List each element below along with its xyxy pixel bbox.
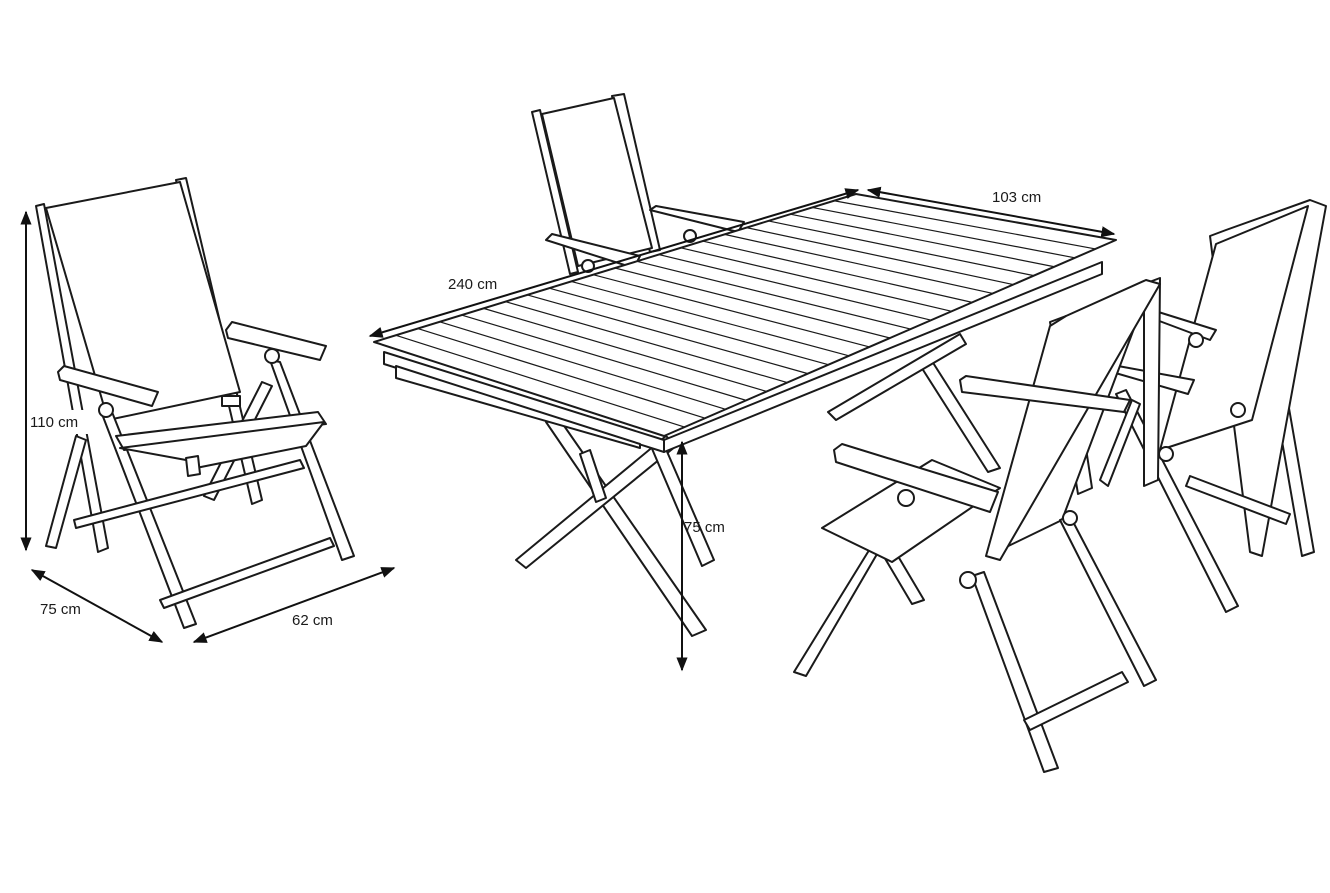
front-chair-hinge — [897, 489, 915, 507]
front-chair-lock-right — [1062, 510, 1078, 526]
left-chair-seat-front — [185, 455, 201, 477]
table-frame-rail — [395, 365, 641, 449]
chair-height-label-bg — [28, 410, 90, 434]
right-back-chair-stretcher — [1185, 475, 1291, 525]
table-dimensions: 240 cm 103 cm 75 cm — [368, 186, 1116, 672]
right-back-chair-hinge-top — [1188, 332, 1204, 348]
front-right-chair — [793, 277, 1161, 773]
left-chair-hinge-left — [98, 402, 114, 418]
right-back-chair-lock — [1230, 402, 1246, 418]
right-back-chair — [1099, 199, 1327, 613]
table-leg-near-d — [579, 449, 607, 503]
left-chair-lock — [221, 395, 241, 407]
chair-width-arrow — [192, 567, 396, 643]
table-height-label: 75 cm — [684, 519, 725, 536]
chair-depth-arrow — [30, 569, 164, 643]
table-leg-far-a — [917, 357, 1001, 473]
front-chair-lock — [959, 571, 977, 589]
left-chair — [35, 177, 355, 629]
right-back-chair-hinge — [1158, 446, 1174, 462]
left-chair-hinge-right — [264, 348, 280, 364]
left-chair-stretcher — [73, 459, 305, 529]
front-chair-stretcher — [1023, 671, 1129, 731]
table-slat — [395, 334, 686, 428]
table-apron-side — [663, 261, 1103, 453]
left-chair-front-bar — [159, 537, 335, 609]
left-chair-dimensions: 110 cm 75 cm 62 cm — [20, 210, 396, 643]
left-chair-armrest-left — [57, 365, 159, 407]
table — [373, 193, 1117, 637]
left-chair-seat-back — [115, 411, 327, 451]
chair-height-label: 110 cm — [30, 414, 78, 431]
front-chair-rear-leg-left — [971, 571, 1059, 773]
right-back-chair-leg-rear — [1099, 399, 1141, 487]
front-chair-post-right — [1143, 277, 1161, 487]
table-slat — [417, 327, 706, 419]
left-chair-armrest-right — [225, 321, 327, 361]
front-chair-armrest-far — [959, 375, 1131, 413]
front-chair-armrest — [833, 443, 999, 513]
left-chair-seat — [119, 421, 325, 469]
left-chair-rear-leg-left — [45, 435, 87, 549]
left-chair-front-leg-right — [269, 359, 355, 561]
table-length-label: 240 cm — [448, 276, 497, 293]
left-chair-backrest — [45, 181, 241, 421]
table-width-arrow — [866, 186, 1116, 238]
table-width-label: 103 cm — [992, 189, 1041, 206]
table-length-arrow — [368, 188, 860, 338]
chair-depth-label: 75 cm — [40, 601, 81, 618]
table-leg-far-b — [827, 333, 967, 421]
chair-width-label: 62 cm — [292, 612, 333, 629]
front-chair-frame-top — [985, 279, 1161, 561]
front-chair-rear-leg-right — [1059, 515, 1157, 687]
